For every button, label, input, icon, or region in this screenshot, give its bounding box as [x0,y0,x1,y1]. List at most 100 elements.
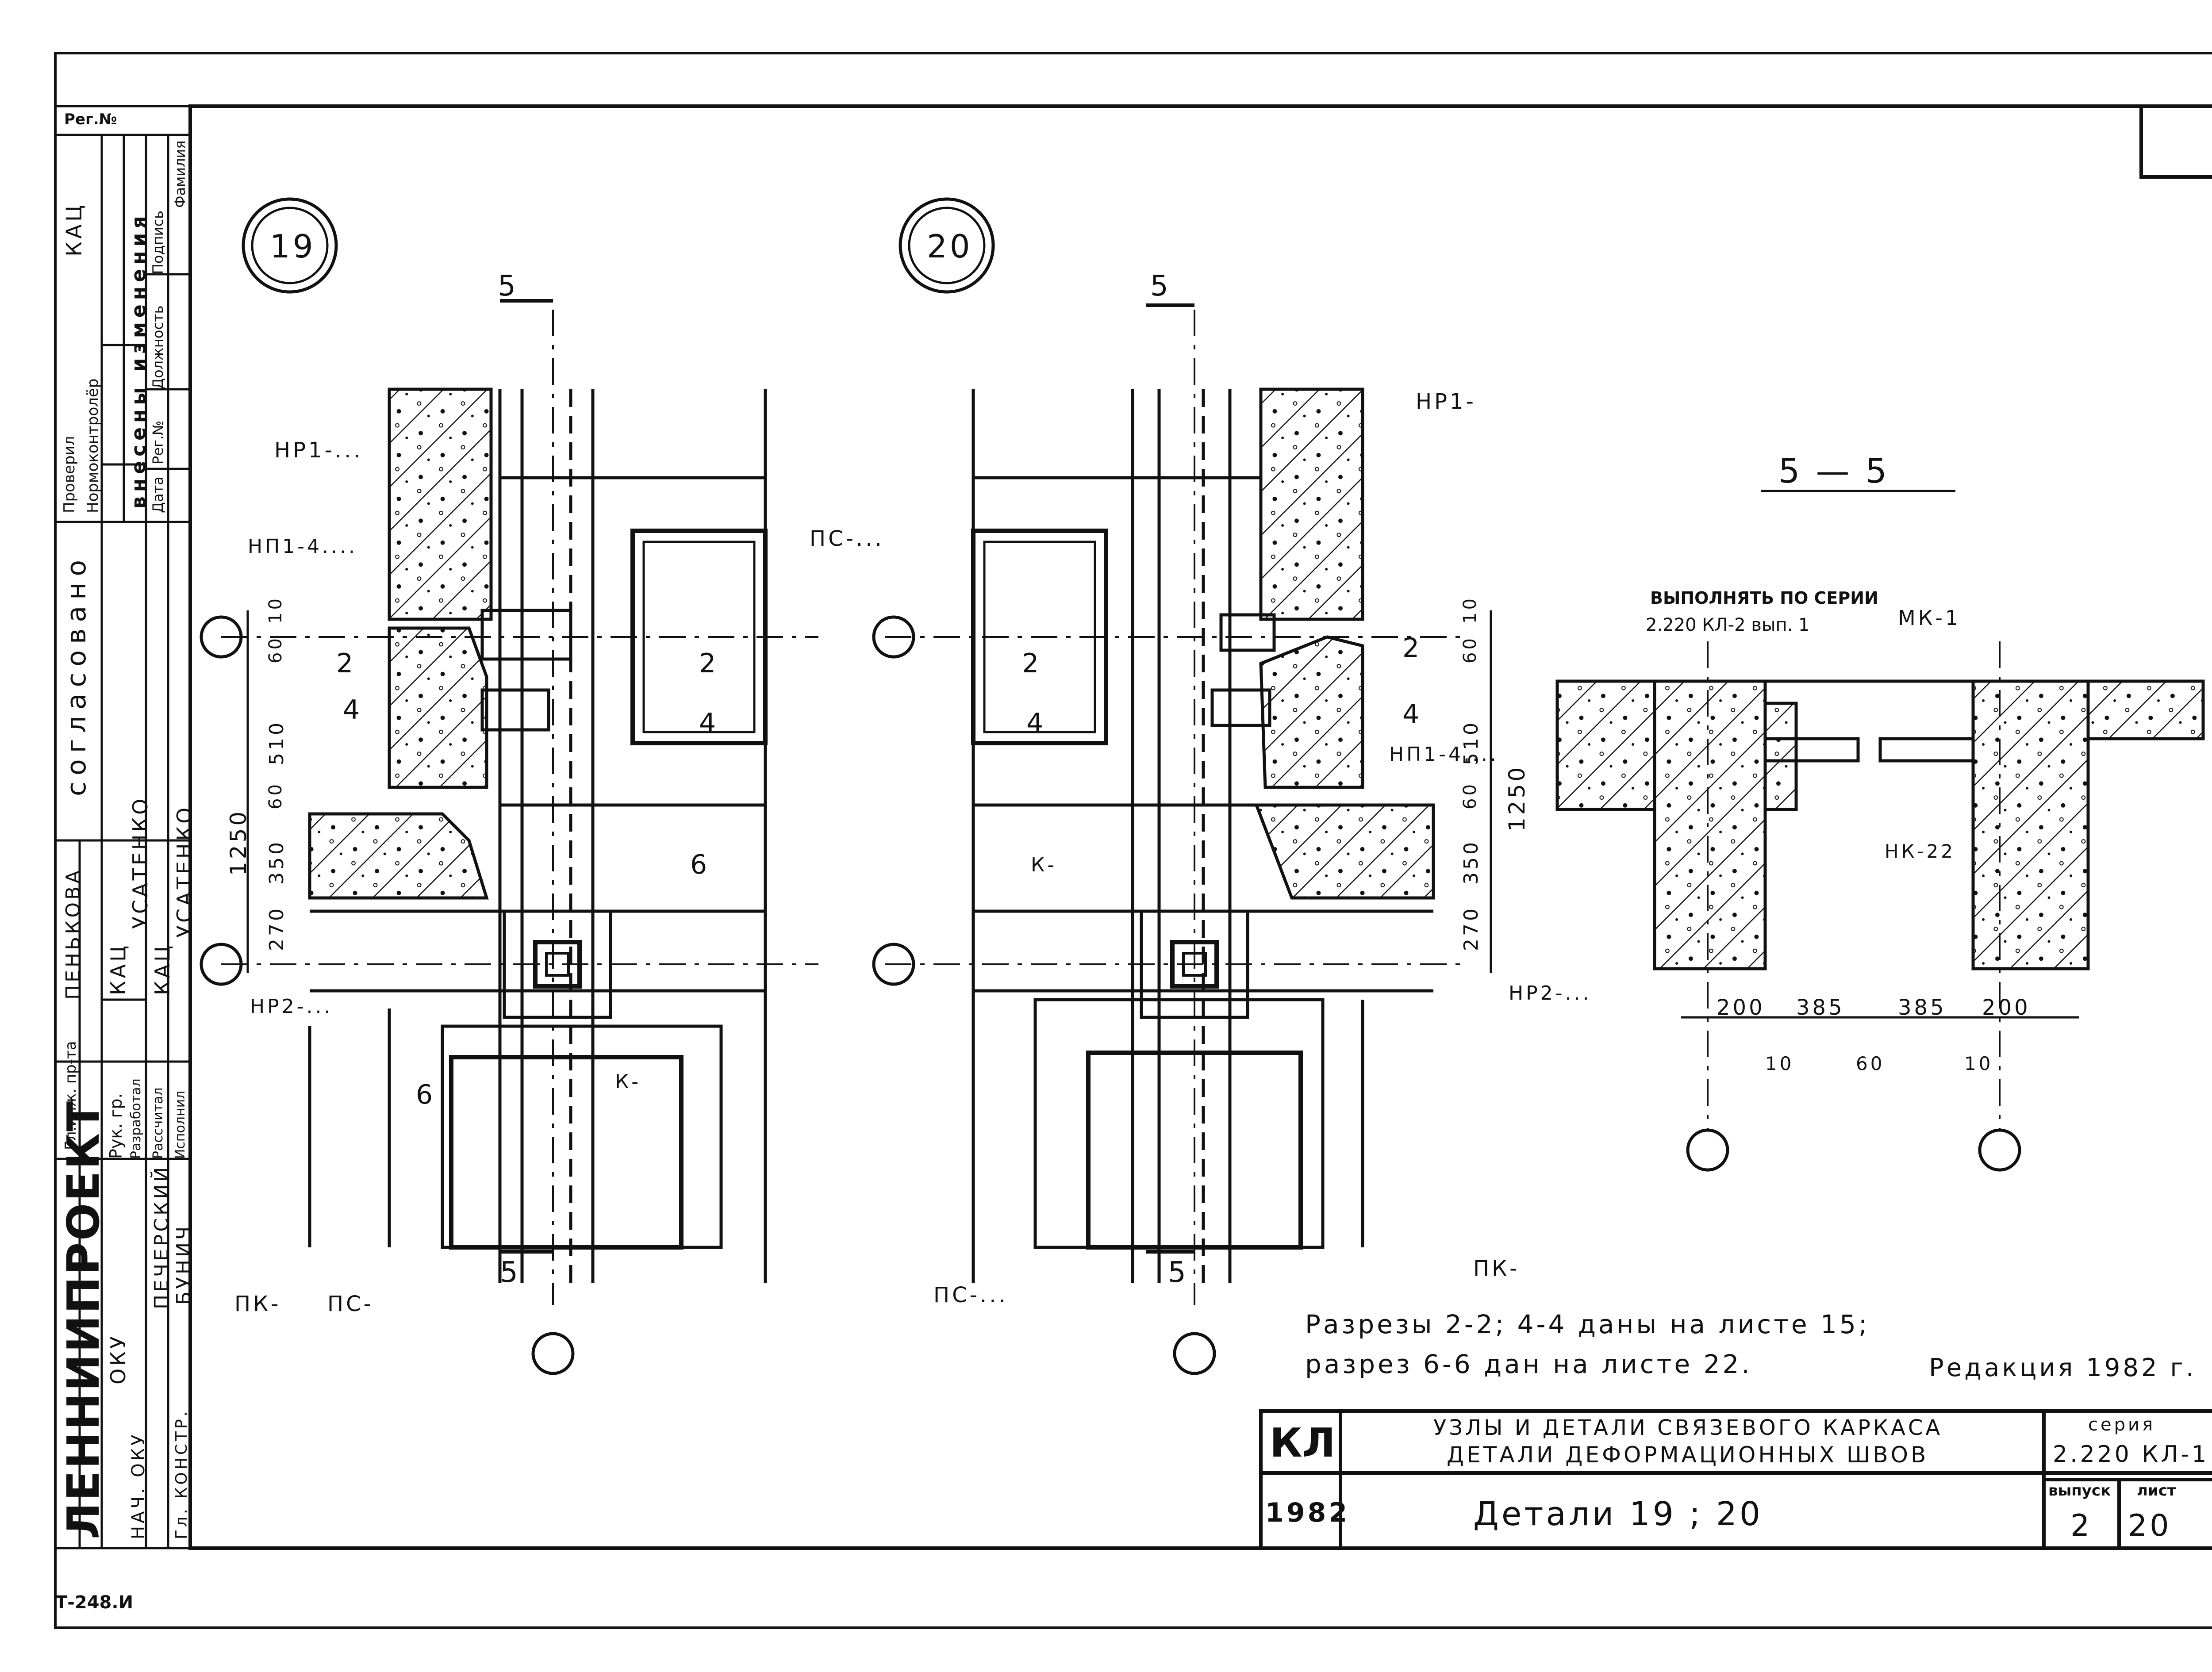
label-np1-b: НП1-4.... [1389,743,1499,766]
cut-mark-4-a: 4 [343,694,363,725]
section-5-5-title: 5 — 5 [1778,451,1890,491]
agreed-label: согласовано [61,553,92,796]
cut-mark-4-d: 4 [1402,699,1422,730]
cut-mark-2-c: 2 [1022,648,1042,679]
title-block-code: КЛ [1270,1420,1336,1466]
title-block-series-value: 2.220 КЛ-1 [2053,1441,2209,1468]
dim-20-350: 350 [1460,840,1482,885]
changes-col-date: Дата [150,476,166,513]
dim-19-60-b: 60 [265,782,286,809]
label-hp1-b: НР1- [1416,389,1476,414]
cut-mark-6-a: 6 [690,849,710,880]
role-executed-name: УСАТЕНКО [173,805,196,938]
note-line2: разрез 6-6 дан на листе 22. [1305,1349,1752,1379]
role-chief-engineer-name: ПЕНЬКОВА [62,867,84,1000]
title-block-series-label: серия [2088,1415,2156,1435]
cut-mark-4-b: 4 [699,708,719,739]
changes-col-position: Должность [150,305,166,389]
dim-19-270: 270 [265,906,288,951]
section-5-5-dim-385-a: 385 [1796,995,1845,1020]
chief-constructor-label: Гл. КОНСТР. [173,1408,191,1539]
role-group-lead-name: КАЦ [106,943,130,995]
role-calculated: Рассчитал [150,1087,166,1159]
note-line1: Разрезы 2-2; 4-4 даны на листе 15; [1305,1309,1870,1339]
label-ps-b: ПС- [327,1292,374,1316]
section-5-5-dim-385-b: 385 [1898,995,1947,1020]
archive-stamp: Т-248.И [55,1592,134,1613]
dim-20-60-b: 60 [1460,782,1480,809]
checked-name: КАЦ [62,202,87,257]
inner-frame [188,104,2212,1550]
label-hp2-a: НР2-... [250,995,333,1018]
cut-mark-2-a: 2 [336,648,356,679]
sidebar-grid [54,105,192,1549]
title-block-year: 1982 [1265,1497,1350,1528]
detail-20-geometry [872,197,1492,1375]
section-mark-5-top-b: 5 [1150,270,1171,303]
section-5-5-note-line2: 2.220 КЛ-2 вып. 1 [1646,615,1810,635]
section-5-5-subdim-60: 60 [1856,1053,1885,1074]
section-5-5-subdim-10-b: 10 [1964,1053,1993,1074]
cut-mark-2-d: 2 [1402,633,1422,663]
corner-box [2139,104,2212,179]
title-block-title-line2: ДЕТАЛИ ДЕФОРМАЦИОННЫХ ШВОВ [1447,1442,1929,1468]
detail-19-geometry [200,197,818,1375]
label-np1-a: НП1-4.... [248,535,357,558]
changes-col-signature: Подпись [150,211,166,274]
dim-20-10: 10 [1460,596,1480,624]
cut-mark-4-c: 4 [1026,708,1046,739]
detail-20-number: 20 [927,228,973,265]
title-block-sheet-label: лист [2137,1482,2176,1499]
dim-20-510: 510 [1460,720,1482,765]
dim-19-60-a: 60 [265,636,286,663]
cut-mark-2-b: 2 [699,648,719,679]
role-developer-name: УСАТЕНКО [128,796,152,929]
section-5-5-geometry [1555,490,2205,1172]
cut-mark-6-b: 6 [416,1079,436,1110]
dim-19-10: 10 [265,596,286,624]
section-5-5-dim-200-b: 200 [1982,995,2031,1020]
label-pk-a: ПК- [234,1292,281,1316]
title-block-issue-label: выпуск [2048,1482,2111,1499]
changes-col-surname: Фамилия [172,140,188,208]
dept-head-label: НАЧ. ОКУ [128,1432,149,1539]
section-5-5-note-line1: ВЫПОЛНЯТЬ ПО СЕРИИ [1650,588,1878,608]
title-block-grid [1259,1409,2212,1550]
section-5-5-subdim-10-a: 10 [1765,1053,1794,1074]
section-mark-5-bot-a: 5 [500,1256,521,1289]
section-mark-5-bot-b: 5 [1168,1256,1189,1289]
dept-label: ОКУ [106,1334,130,1384]
role-executed: Исполнил [173,1090,188,1159]
label-hp1-a: НР1-... [274,438,363,463]
label-ps-c: ПС-... [933,1283,1008,1308]
dim-19-510: 510 [265,720,288,765]
title-block-issue-value: 2 [2070,1508,2093,1543]
section-mark-5-top-a: 5 [498,270,518,303]
section-5-5-nk: НК-22 [1885,840,1955,862]
role-calculated-name: КАЦ [150,943,174,995]
title-block-sheet-value: 20 [2128,1508,2172,1543]
checked-label: Проверил [61,436,78,513]
role-chief-engineer: Гл.инж. пр-та [62,1041,80,1150]
chief-constructor-name: БУНИЧ [173,1223,195,1305]
title-block-title-line1: УЗЛЫ И ДЕТАЛИ СВЯЗЕВОГО КАРКАСА [1433,1415,1943,1440]
edition-note: Редакция 1982 г. [1929,1354,2197,1382]
dept-head-name: ПЕЧЕРСКИЙ [150,1164,173,1309]
changes-header: внесены изменения [127,211,150,509]
normcontrol-label: Нормоконтролёр [84,378,102,513]
label-pk-b: ПК- [1473,1256,1520,1281]
reg-no-label: Рег.№ [64,111,117,128]
dim-19-1250: 1250 [226,809,251,876]
label-k-a: К- [615,1070,641,1093]
section-5-5-dim-200-a: 200 [1717,995,1765,1020]
role-group-lead: Рук. гр. [106,1093,126,1159]
detail-19-number: 19 [270,228,316,265]
dim-19-350: 350 [265,840,288,885]
label-k-b: К- [1031,854,1057,876]
title-block-sheet-title: Детали 19 ; 20 [1473,1495,1763,1533]
section-5-5-mk: МК-1 [1898,606,1961,630]
label-hp2-b: НР2-... [1509,982,1592,1005]
label-ps-a: ПС-... [810,526,884,551]
dim-20-1250: 1250 [1504,764,1530,832]
dim-20-60-a: 60 [1460,636,1480,663]
